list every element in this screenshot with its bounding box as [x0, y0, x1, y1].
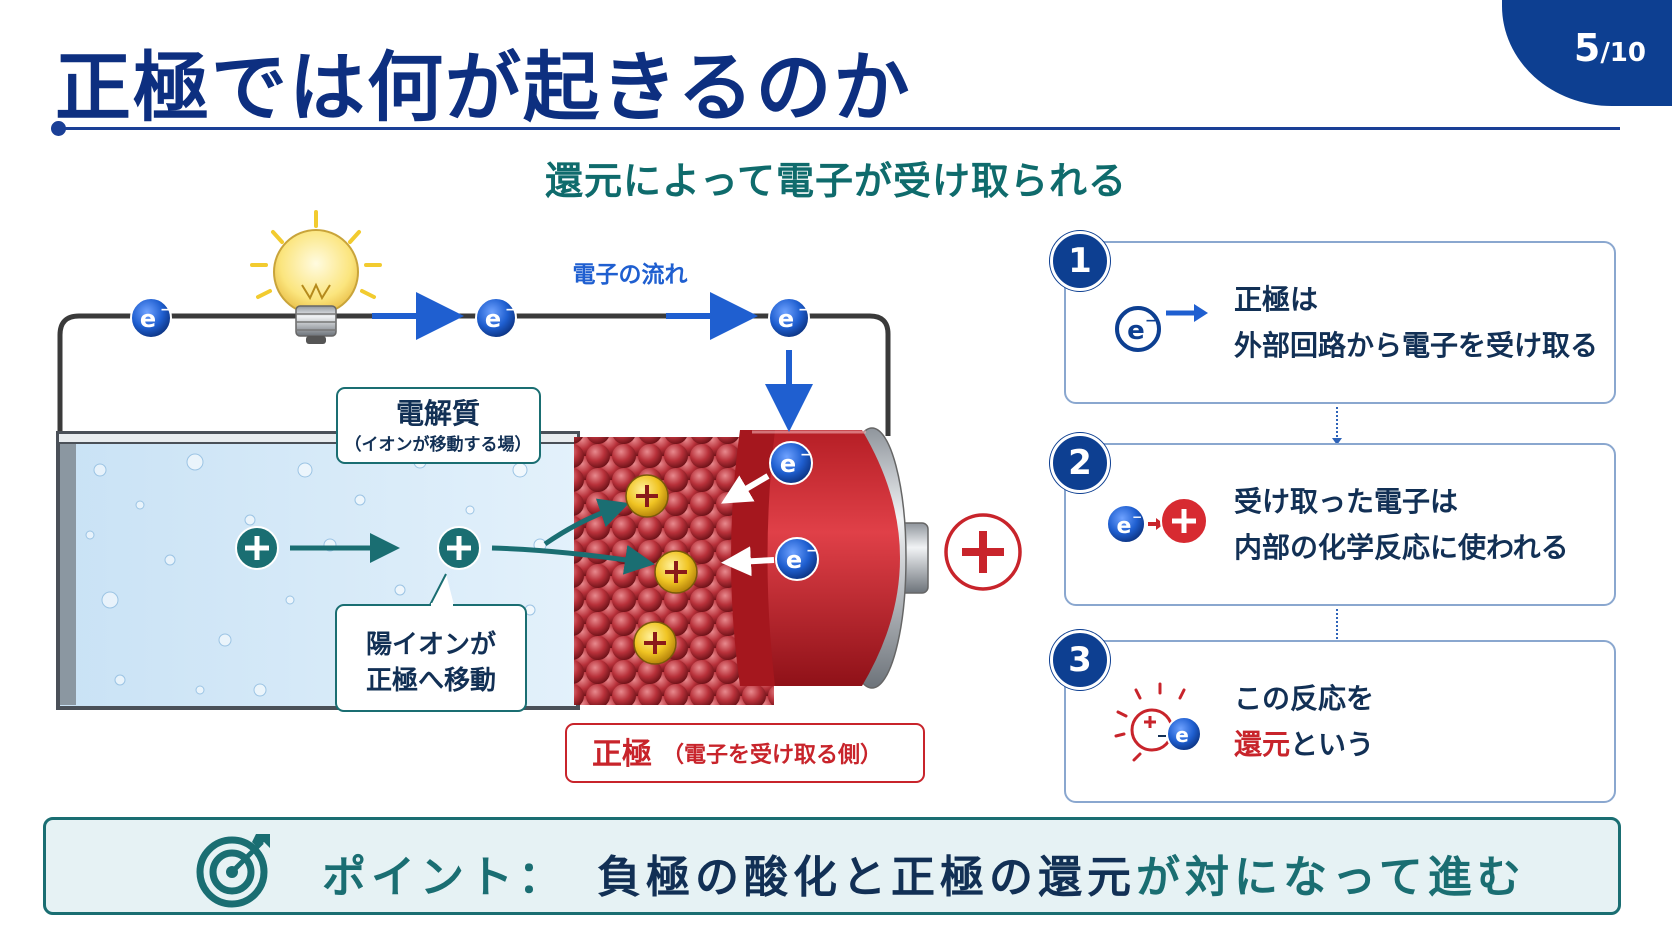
- svg-text:e: e: [786, 546, 802, 574]
- svg-text:e: e: [780, 450, 796, 478]
- step-card-3: 3 e この反応を 還元という: [1050, 630, 1616, 803]
- point-text-1: 負極の酸化と: [597, 852, 891, 903]
- cation-2: [437, 526, 481, 570]
- svg-text:e: e: [778, 305, 794, 333]
- electron-wire-1: e −: [130, 297, 172, 339]
- svg-text:−: −: [806, 543, 818, 559]
- target-icon: [196, 834, 270, 908]
- step-3-line-1: この反応を: [1234, 682, 1375, 715]
- step-number-1: 1: [1050, 231, 1110, 291]
- positive-terminal-icon: [944, 513, 1022, 591]
- svg-text:陽イオンが: 陽イオンが: [366, 629, 496, 660]
- reaction-icon: e: [1114, 682, 1202, 762]
- step-1-line-2: 外部回路から電子を受け取る: [1234, 329, 1599, 362]
- title-underline: [58, 127, 1620, 130]
- electron-flow-arrows: [372, 292, 813, 432]
- svg-text:−: −: [1145, 313, 1157, 329]
- light-bulb-icon: [250, 210, 382, 344]
- point-text-3: が対になって進む: [1136, 852, 1526, 903]
- electron-wire-2: e −: [475, 297, 517, 339]
- svg-text:e: e: [1127, 316, 1145, 346]
- electron-arrow-icon: e −: [1115, 304, 1208, 352]
- circuit-wire: [57, 313, 891, 436]
- svg-text:e: e: [1117, 514, 1132, 539]
- point-box: ポイント： 負極の酸化と正極の還元が対になって進む: [43, 817, 1621, 915]
- ion-2: [654, 550, 698, 594]
- cation-arrows: [290, 498, 655, 575]
- svg-text:−: −: [160, 302, 172, 318]
- step-2-line-2: 内部の化学反応に使われる: [1234, 531, 1569, 564]
- svg-text:−: −: [1132, 510, 1142, 524]
- page-title: 正極では何が起きるのか: [55, 43, 912, 132]
- svg-text:（イオンが移動する場）: （イオンが移動する場）: [345, 434, 532, 455]
- step-number-3: 3: [1050, 630, 1110, 690]
- electron-wire-3: e −: [768, 297, 810, 339]
- electron-flow-label: 電子の流れ: [573, 261, 688, 288]
- step-card-1: 1 e − 正極は 外部回路から電子を受け取る: [1050, 231, 1616, 404]
- cation-1: [235, 526, 279, 570]
- svg-text:−: −: [800, 447, 812, 463]
- svg-text:e: e: [485, 305, 501, 333]
- ion-3: [633, 621, 677, 665]
- ion-1: [625, 474, 669, 518]
- svg-text:正極: 正極: [592, 737, 652, 772]
- svg-text:−: −: [505, 302, 517, 318]
- electron-cathode-1: e −: [769, 441, 813, 485]
- electron-cathode-2: e −: [775, 537, 819, 581]
- step-3-line-2: 還元という: [1234, 728, 1375, 761]
- svg-text:−: −: [798, 302, 810, 318]
- step-connector-1: [1332, 407, 1342, 445]
- svg-text:正極へ移動: 正極へ移動: [366, 666, 496, 696]
- step-connector-2: [1332, 609, 1342, 647]
- point-text-2: 正極の還元: [891, 852, 1136, 903]
- svg-text:（電子を受け取る側）: （電子を受け取る側）: [662, 742, 882, 768]
- electron-absorb-arrows: [721, 473, 775, 577]
- electrolyte-label-box: 電解質 （イオンが移動する場）: [336, 387, 541, 464]
- svg-text:e: e: [1175, 723, 1189, 747]
- step-card-2: 2 e − 受け取った電子は 内部の化学反応に使われる: [1050, 433, 1616, 606]
- step-number-2: 2: [1050, 433, 1110, 493]
- cathode-label-box: 正極 （電子を受け取る側）: [565, 723, 925, 783]
- cation-label-box: 陽イオンが 正極へ移動: [335, 573, 527, 712]
- svg-text:電解質: 電解質: [396, 397, 480, 430]
- step-2-line-1: 受け取った電子は: [1234, 485, 1459, 518]
- subtitle: 還元によって電子が受け取られる: [545, 159, 1127, 203]
- electron-to-ion-icon: e −: [1106, 497, 1208, 545]
- page-number: 5/10: [1573, 26, 1646, 70]
- svg-text:e: e: [140, 305, 156, 333]
- point-label: ポイント：: [322, 852, 567, 903]
- step-1-line-1: 正極は: [1234, 283, 1319, 316]
